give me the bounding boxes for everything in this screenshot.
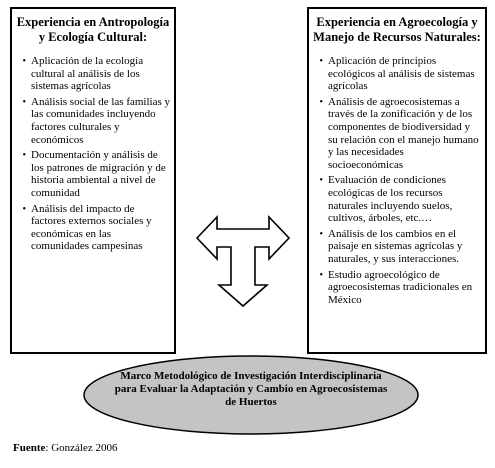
- agroecology-box: Experiencia en Agroecología y Manejo de …: [307, 7, 487, 354]
- list-item: Análisis de agroecosistemas a través de …: [328, 96, 481, 172]
- list-item: Aplicación de la ecología cultural al an…: [31, 55, 170, 93]
- three-way-arrow-icon: [196, 215, 290, 308]
- list-item: Análisis de los cambios en el paisaje en…: [328, 228, 481, 266]
- agroecology-list: Aplicación de principios ecológicos al a…: [309, 55, 485, 306]
- list-item: Estudio agroecológico de agroecosistemas…: [328, 269, 481, 307]
- framework-ellipse: [83, 355, 419, 435]
- anthropology-list: Aplicación de la ecología cultural al an…: [12, 55, 174, 253]
- framework-label: Marco Metodológico de Investigación Inte…: [114, 370, 388, 408]
- anthropology-box-title: Experiencia en Antropología y Ecología C…: [16, 15, 170, 44]
- agroecology-box-title: Experiencia en Agroecología y Manejo de …: [313, 15, 481, 44]
- source-label: Fuente: [13, 442, 46, 454]
- list-item: Documentación y análisis de los patrones…: [31, 149, 170, 199]
- source-note: Fuente: González 2006: [13, 442, 117, 455]
- anthropology-box: Experiencia en Antropología y Ecología C…: [10, 7, 176, 354]
- list-item: Aplicación de principios ecológicos al a…: [328, 55, 481, 93]
- list-item: Evaluación de condiciones ecológicas de …: [328, 174, 481, 224]
- list-item: Análisis social de las familias y las co…: [31, 96, 170, 146]
- source-text: : González 2006: [45, 442, 118, 454]
- list-item: Análisis del impacto de factores externo…: [31, 203, 170, 253]
